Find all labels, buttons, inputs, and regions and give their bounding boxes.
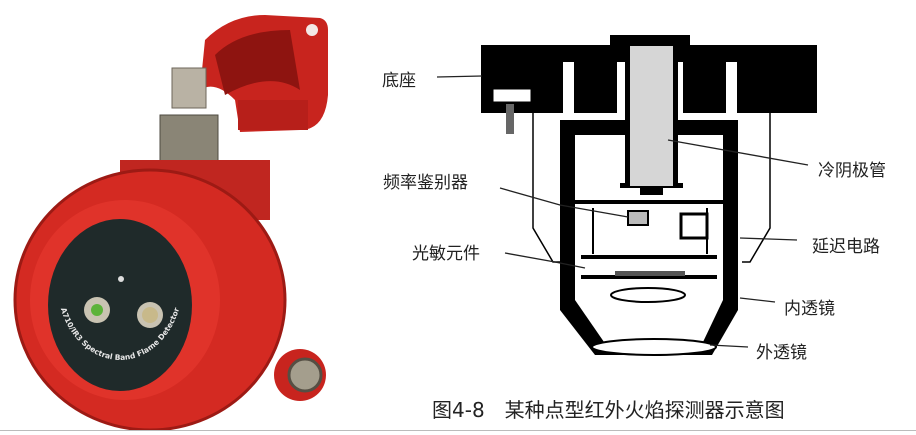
frequency-discriminator-block bbox=[627, 210, 649, 226]
inner-body bbox=[560, 120, 738, 355]
label-delay-circuit: 延迟电路 bbox=[812, 237, 880, 257]
detector-face: A710/IR3 Spectral Band Flame Detector bbox=[48, 219, 192, 391]
mounting-bracket bbox=[200, 15, 328, 132]
cable-gland bbox=[171, 67, 207, 109]
leader-lines bbox=[436, 75, 809, 348]
label-photosensitive-element: 光敏元件 bbox=[412, 244, 480, 264]
delay-circuit-block bbox=[679, 212, 709, 240]
figure-caption: 图4-8 某种点型红外火焰探测器示意图 bbox=[432, 398, 785, 422]
label-inner-lens: 内透镜 bbox=[784, 299, 835, 319]
label-cold-cathode-tube: 冷阴极管 bbox=[818, 161, 886, 181]
divider bbox=[0, 430, 916, 431]
outer-lens bbox=[591, 338, 717, 356]
label-outer-lens: 外透镜 bbox=[756, 343, 807, 363]
flame-detector-photo: A710/IR3 Spectral Band Flame Detector bbox=[13, 15, 328, 430]
inner-lens bbox=[610, 287, 686, 303]
cold-cathode-tube bbox=[620, 40, 683, 195]
gland-nut bbox=[159, 114, 219, 166]
label-base: 底座 bbox=[382, 71, 416, 91]
label-frequency-discriminator: 频率鉴别器 bbox=[383, 173, 468, 193]
